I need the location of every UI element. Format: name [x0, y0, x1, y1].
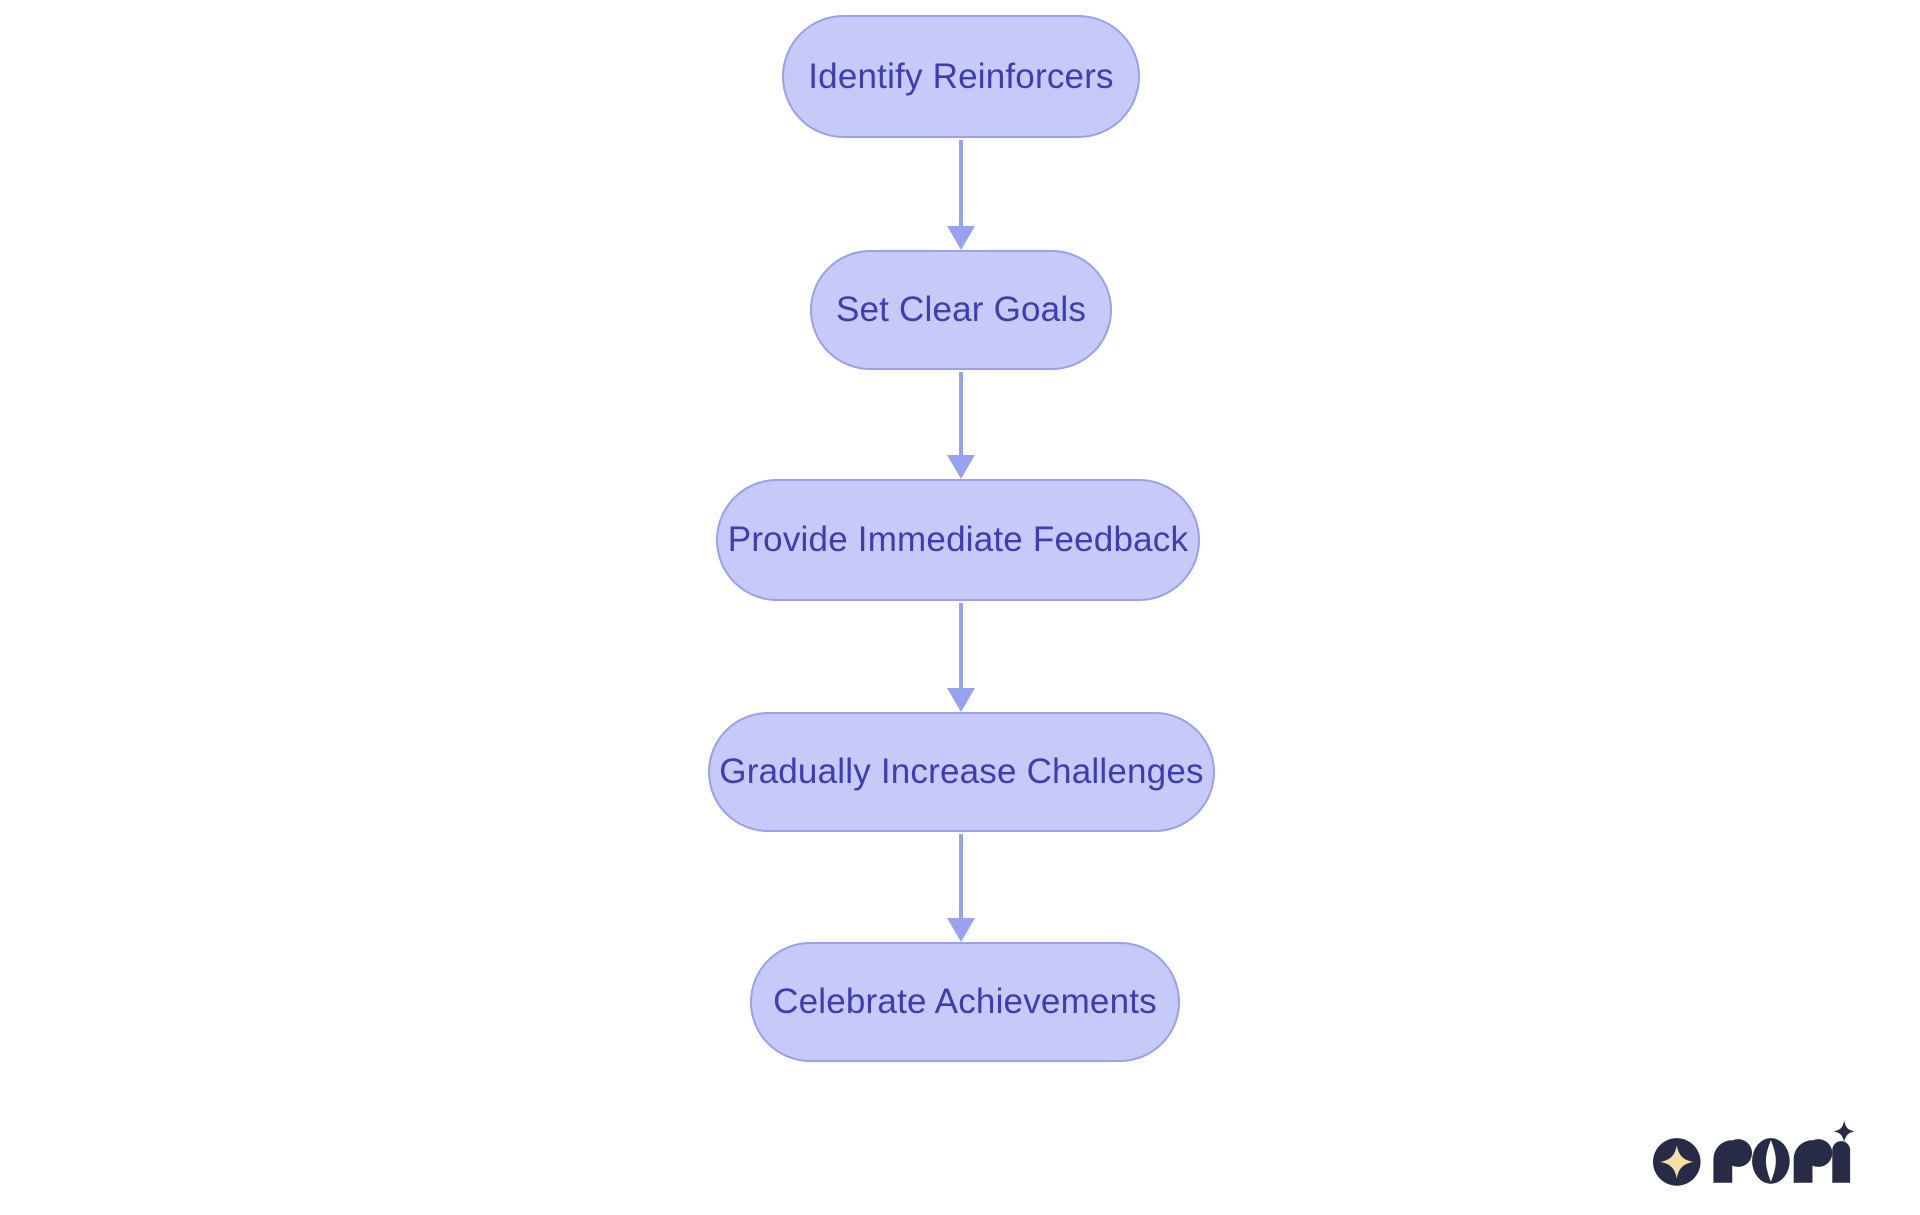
flow-node-provide-immediate-feedback: Provide Immediate Feedback: [716, 479, 1200, 601]
logo-wordmark: [1713, 1120, 1856, 1184]
flow-node-celebrate-achievements: Celebrate Achievements: [750, 942, 1180, 1062]
flow-node-identify-reinforcers: Identify Reinforcers: [782, 15, 1140, 138]
sparkle-star-icon: [1833, 1120, 1856, 1143]
arrow-head-icon: [947, 455, 975, 479]
arrow-head-icon: [947, 226, 975, 250]
flow-arrow-2: [947, 372, 975, 479]
arrow-shaft: [959, 372, 963, 459]
flow-arrow-3: [947, 603, 975, 712]
flow-node-label: Identify Reinforcers: [808, 56, 1114, 96]
arrow-shaft: [959, 140, 963, 230]
flow-arrow-1: [947, 140, 975, 250]
flow-arrow-4: [947, 834, 975, 942]
flow-node-set-clear-goals: Set Clear Goals: [810, 250, 1112, 370]
arrow-shaft: [959, 834, 963, 922]
flow-node-gradually-increase-challenges: Gradually Increase Challenges: [708, 712, 1215, 832]
arrow-head-icon: [947, 918, 975, 942]
sparkle-badge-icon: [1653, 1138, 1701, 1186]
flow-node-label: Gradually Increase Challenges: [719, 752, 1204, 791]
flow-node-label: Provide Immediate Feedback: [727, 520, 1189, 559]
flow-node-label: Set Clear Goals: [835, 290, 1087, 329]
flow-node-label: Celebrate Achievements: [773, 982, 1157, 1021]
arrow-shaft: [959, 603, 963, 692]
arrow-head-icon: [947, 688, 975, 712]
rori-logo: [1653, 1120, 1863, 1188]
